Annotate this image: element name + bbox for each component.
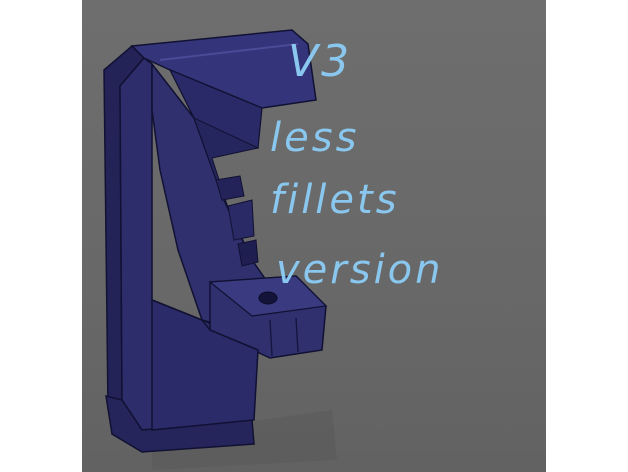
rib-slot <box>237 239 259 267</box>
cad-viewport <box>82 0 546 472</box>
rib-lower <box>227 199 255 241</box>
lower-leg <box>151 298 259 431</box>
annotation-line-4: version <box>276 247 444 293</box>
top-bar <box>130 29 317 109</box>
top-edge-highlight <box>159 43 299 61</box>
annotation-line-2: less <box>270 115 360 161</box>
annotation-line-3: fillets <box>270 177 400 223</box>
mount-hole <box>258 291 278 305</box>
bottom-hook <box>105 394 255 453</box>
part-render <box>103 29 337 470</box>
annotation-line-1: V3 <box>288 36 353 87</box>
boss-edge-2 <box>295 317 299 353</box>
rib-upper <box>215 175 245 201</box>
boss-edge <box>269 319 273 357</box>
